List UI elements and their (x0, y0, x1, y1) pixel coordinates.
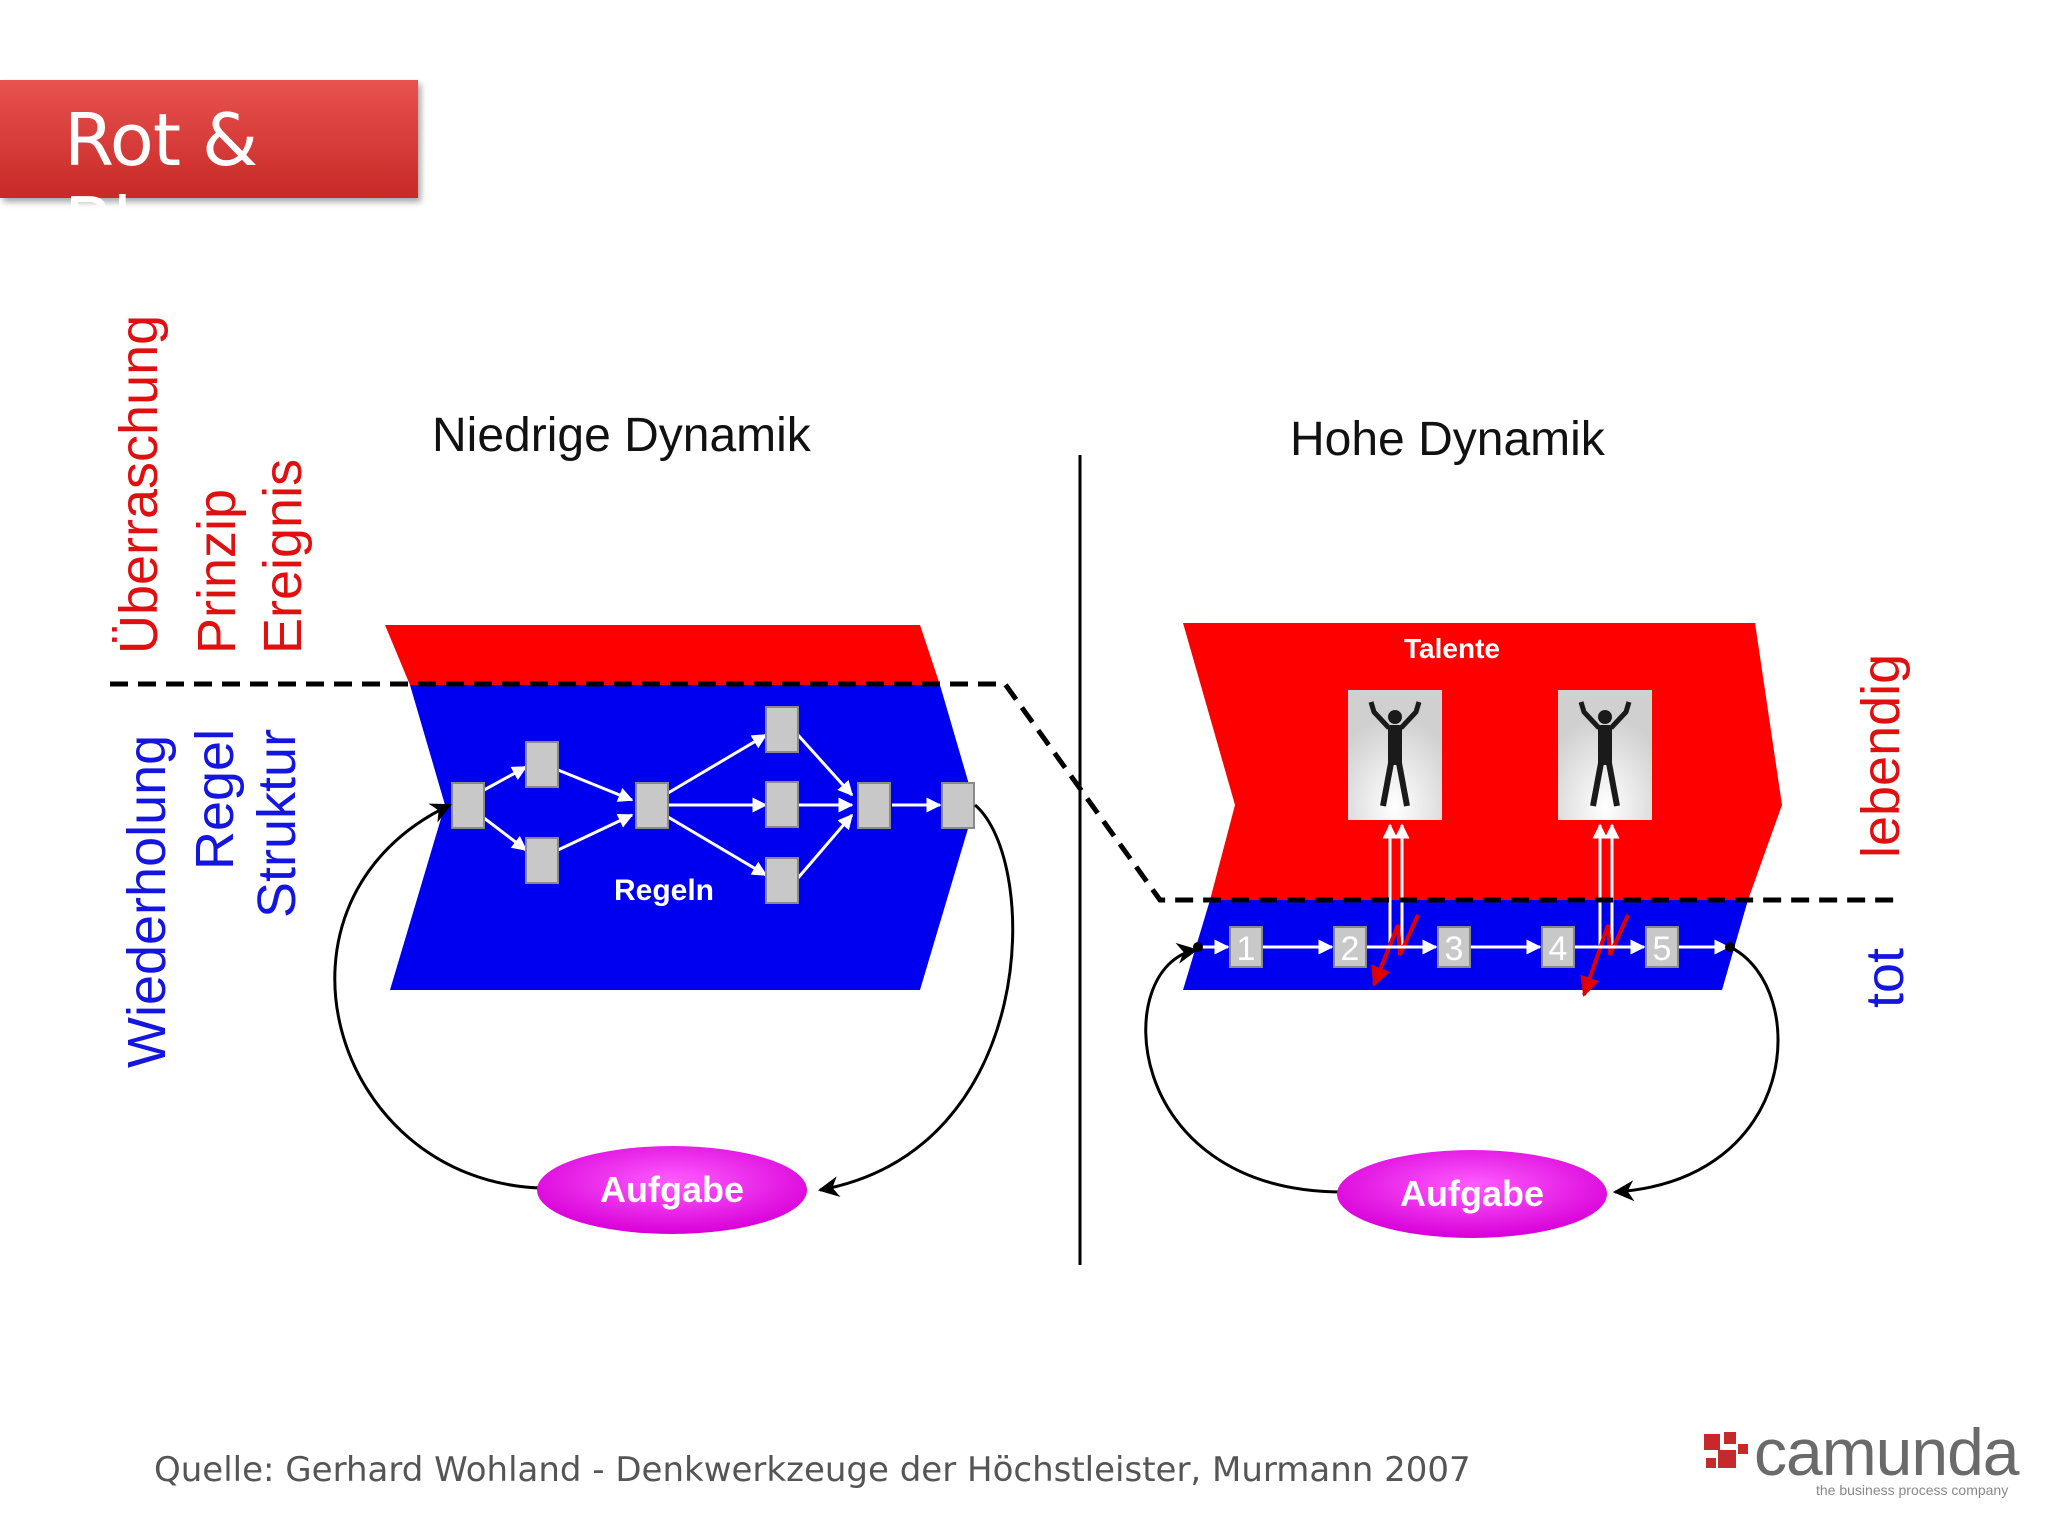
step-label: 2 (1341, 930, 1360, 968)
heading-low-dynamics: Niedrige Dynamik (432, 409, 811, 462)
threshold-dashed-line (110, 681, 1895, 903)
step-box (1541, 926, 1575, 968)
rule-node (635, 782, 669, 829)
rules-network (483, 733, 942, 879)
step-box (1645, 926, 1679, 968)
talents-label: Talente (1404, 633, 1500, 664)
intervention-arrows (1371, 914, 1630, 997)
talent-figure-1 (1348, 690, 1442, 820)
rules-label: Regeln (614, 874, 714, 907)
camunda-logo: camunda the business process company (1700, 1415, 2030, 1510)
logo-wordmark: camunda (1754, 1415, 2020, 1489)
step-label: 5 (1653, 930, 1672, 968)
left-loop-return (817, 803, 1015, 1197)
right-loop-start (1144, 942, 1341, 1194)
rule-node (451, 782, 485, 829)
talent-figure-2 (1558, 690, 1652, 820)
talent-arrows (1382, 823, 1620, 945)
rule-node (765, 706, 799, 753)
left-loop-start (333, 803, 541, 1190)
rule-node (765, 781, 799, 828)
right-loop-return (1612, 946, 1780, 1202)
left-blue-band (390, 685, 975, 990)
title-tab: Rot & Blau (0, 80, 418, 266)
step-label: 4 (1549, 930, 1568, 968)
right-chevron (1183, 623, 1782, 990)
right-red-band (1183, 623, 1782, 900)
step-box (1333, 926, 1367, 968)
left-task-label: Aufgabe (600, 1169, 744, 1210)
step-box (1437, 926, 1471, 968)
right-task-label: Aufgabe (1400, 1173, 1544, 1214)
logo-tagline: the business process company (1816, 1482, 2009, 1498)
slide-title: Rot & Blau (64, 98, 258, 266)
left-task-ellipse (537, 1146, 807, 1234)
rule-node (857, 782, 891, 829)
right-task-ellipse (1337, 1150, 1607, 1238)
source-citation: Quelle: Gerhard Wohland - Denkwerkzeuge … (154, 1450, 1471, 1490)
rule-node (765, 857, 799, 904)
rule-node (525, 741, 559, 788)
heading-high-dynamics: Hohe Dynamik (1290, 413, 1605, 466)
step-label: 3 (1445, 930, 1464, 968)
rule-node (941, 782, 975, 829)
step-label: 1 (1237, 930, 1256, 968)
step-box (1229, 926, 1263, 968)
camunda-logo-icon (1704, 1432, 1748, 1468)
left-red-band (385, 625, 940, 685)
rule-node (525, 837, 559, 884)
